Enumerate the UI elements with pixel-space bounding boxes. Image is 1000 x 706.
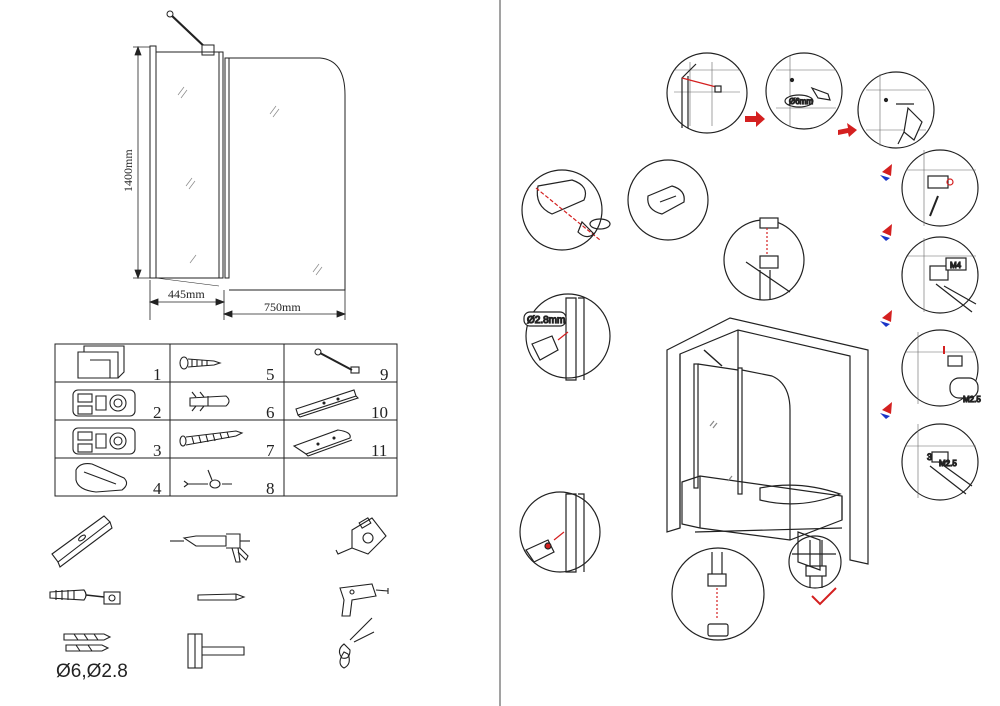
checkmark-icon bbox=[811, 587, 837, 606]
seal-strip-icon bbox=[295, 389, 360, 418]
support-bar-top bbox=[166, 10, 215, 56]
callout-bottom-bracket bbox=[671, 547, 765, 641]
bathtub-installation-scene bbox=[666, 317, 869, 571]
drip-seal-icon bbox=[292, 429, 353, 457]
support-bar-icon bbox=[314, 348, 360, 374]
width-swing-label: 750mm bbox=[264, 300, 301, 314]
hinge-left-icon bbox=[72, 389, 136, 417]
width-dimension-lines bbox=[148, 280, 347, 320]
part-number: 9 bbox=[380, 365, 389, 384]
callout-drill-holes bbox=[765, 52, 843, 130]
height-dimension-line bbox=[133, 45, 150, 280]
part-number: 6 bbox=[266, 403, 275, 422]
part-number: 7 bbox=[266, 441, 275, 460]
callout-screw-m25 bbox=[901, 329, 979, 407]
pencil-icon bbox=[197, 593, 246, 601]
short-screw-icon bbox=[179, 356, 222, 370]
callout-fix-hinge bbox=[901, 149, 979, 227]
hinge-right-icon bbox=[72, 427, 136, 455]
callout-insert-plugs bbox=[857, 71, 935, 149]
screw-m25-label-a: M2.5 bbox=[963, 395, 981, 404]
callout-screw-m4 bbox=[901, 236, 979, 314]
rubber-mallet-icon bbox=[187, 633, 245, 669]
drill-6-label: Ø6mm bbox=[789, 97, 813, 106]
drill-bits-label: Ø6,Ø2.8 bbox=[56, 661, 128, 682]
callout-drill-profile bbox=[523, 293, 611, 381]
part-number: 4 bbox=[153, 479, 162, 498]
callout-mark-position bbox=[666, 52, 748, 134]
callout-seal-fit bbox=[788, 535, 842, 589]
caulking-gun-icon bbox=[170, 533, 250, 563]
screwdriver-icon bbox=[49, 589, 121, 605]
drill-bits-icon bbox=[63, 633, 112, 652]
part-number: 10 bbox=[371, 403, 388, 422]
part-number: 3 bbox=[153, 441, 162, 460]
wall-plug-icon bbox=[189, 391, 230, 412]
part-number: 1 bbox=[153, 365, 162, 384]
callout-final-hinge bbox=[901, 423, 979, 501]
drill-28-label: Ø2.8mm bbox=[527, 315, 565, 326]
parts-table bbox=[54, 343, 398, 497]
tape-measure-icon bbox=[335, 517, 387, 555]
part-number: 8 bbox=[266, 479, 275, 498]
part-number: 2 bbox=[153, 403, 162, 422]
callout-handle-detail bbox=[627, 159, 709, 241]
handle-bracket-icon bbox=[75, 463, 128, 493]
callout-top-hinge bbox=[723, 217, 805, 301]
callout-drill-bottom bbox=[519, 491, 601, 573]
step-arrows bbox=[745, 111, 892, 419]
step-3-label: 3 bbox=[927, 452, 932, 462]
long-screw-icon bbox=[179, 430, 244, 447]
screen-dimension-drawing bbox=[133, 10, 347, 320]
part-number: 5 bbox=[266, 365, 275, 384]
fixed-panel bbox=[149, 45, 230, 279]
callout-cut-cable-tie bbox=[521, 169, 611, 251]
screw-m4-label: M4 bbox=[950, 261, 962, 270]
part-number: 11 bbox=[371, 441, 387, 460]
scissors-icon bbox=[338, 617, 375, 669]
cable-tie-icon bbox=[183, 469, 232, 489]
power-drill-icon bbox=[339, 583, 389, 617]
height-label: 1400mm bbox=[121, 149, 135, 192]
swing-panel bbox=[229, 57, 346, 291]
screw-m25-label-b: M2.5 bbox=[939, 459, 957, 468]
width-fixed-label: 445mm bbox=[168, 287, 205, 301]
spirit-level-icon bbox=[51, 515, 113, 568]
wall-profile-icon bbox=[77, 345, 125, 379]
